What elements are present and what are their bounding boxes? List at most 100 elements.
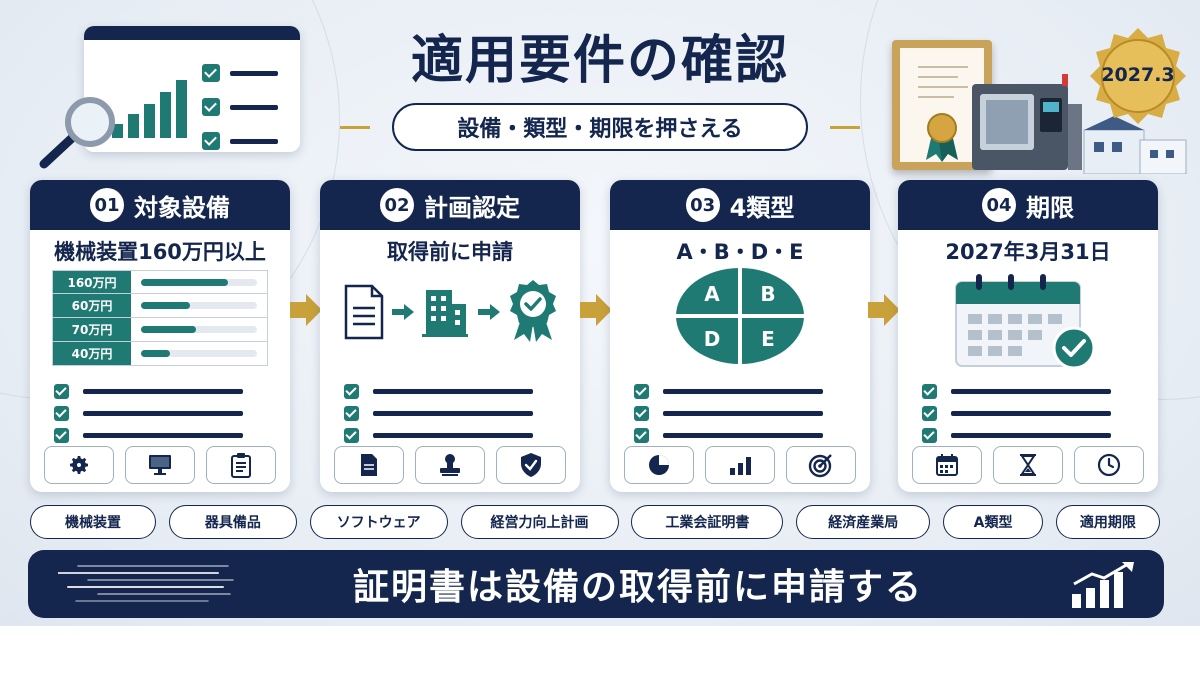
card-number: 02 <box>380 188 414 222</box>
card-subtitle: 機械装置160万円以上 <box>54 240 266 264</box>
award-badge-icon <box>510 280 556 342</box>
bar-label: 40万円 <box>53 342 131 365</box>
card-title: 計画認定 <box>424 193 520 222</box>
checkbox-icon <box>202 64 220 82</box>
tag: 機械装置 <box>30 505 156 539</box>
pie-chart-icon <box>624 446 694 484</box>
bar-row: 70万円 <box>52 318 268 342</box>
card-four-types: 03 4類型 A・B・D・E A B D E <box>610 180 870 492</box>
card-title: 4類型 <box>729 193 795 222</box>
card-title: 対象設備 <box>134 193 230 222</box>
card-deadline: 04 期限 2027年3月31日 <box>898 180 1158 492</box>
card-subtitle: 取得前に申請 <box>387 240 513 264</box>
arrow-right-icon <box>290 294 322 326</box>
bar-fill <box>141 278 228 286</box>
flow-diagram <box>336 276 564 356</box>
building-icon <box>422 290 468 337</box>
bar-label: 160万円 <box>53 271 131 293</box>
tag: 工業会証明書 <box>631 505 784 539</box>
gold-dash <box>340 126 370 129</box>
keyword-tags: 機械装置 器具備品 ソフトウェア 経営力向上計画 工業会証明書 経済産業局 A類… <box>30 505 1160 539</box>
checklist <box>922 380 1111 446</box>
checkbox-icon <box>922 405 937 421</box>
tag: 経済産業局 <box>796 505 931 539</box>
checklist <box>54 380 243 446</box>
banner-text: 証明書は設備の取得前に申請する <box>352 567 923 608</box>
report-illustration <box>84 26 300 152</box>
report-topbar <box>84 26 300 40</box>
checkbox-icon <box>634 405 649 421</box>
file-icon <box>334 446 404 484</box>
card-plan-approval: 02 計画認定 取得前に申請 <box>320 180 580 492</box>
arrow-right-icon <box>478 304 500 320</box>
conclusion-banner: 証明書は設備の取得前に申請する <box>28 550 1164 618</box>
target-icon <box>786 446 856 484</box>
tag: 器具備品 <box>168 505 297 539</box>
card-header: 02 計画認定 <box>320 180 580 230</box>
quadrant-a: A <box>704 282 720 306</box>
bar-fill <box>141 350 170 357</box>
bar-row: 160万円 <box>52 270 268 294</box>
tag: 適用期限 <box>1055 505 1160 539</box>
card-subtitle: A・B・D・E <box>676 240 804 264</box>
infographic-canvas: 適用要件の確認 設備・類型・期限を押さえる <box>0 0 1200 626</box>
arrow-right-icon <box>392 304 414 320</box>
bar-label: 70万円 <box>53 318 131 341</box>
icon-row <box>44 446 276 484</box>
checkbox-icon <box>202 132 220 150</box>
card-number: 04 <box>982 188 1016 222</box>
checkbox-icon <box>634 427 649 443</box>
quadrant-e: E <box>761 327 775 351</box>
bar-row: 40万円 <box>52 342 268 366</box>
subtitle-group: 設備・類型・期限を押さえる <box>340 103 860 151</box>
clock-icon <box>1074 446 1144 484</box>
checkbox-icon <box>922 427 937 443</box>
tag: ソフトウェア <box>309 505 448 539</box>
calendar-icon <box>912 446 982 484</box>
growth-chart-icon <box>1072 562 1134 608</box>
clipboard-icon <box>206 446 276 484</box>
magnifier-icon <box>39 97 115 169</box>
arrow-right-icon <box>580 294 612 326</box>
card-title: 期限 <box>1026 193 1074 222</box>
amount-bars-table: 160万円 60万円 70万円 40万円 <box>52 270 268 366</box>
cnc-machine-icon <box>972 74 1082 170</box>
calendar-icon <box>955 274 1096 370</box>
card-subtitle: 2027年3月31日 <box>945 240 1111 264</box>
quadrant-d: D <box>704 327 721 351</box>
gold-dash <box>830 126 860 129</box>
quadrant-b: B <box>760 282 775 306</box>
card-header: 04 期限 <box>898 180 1158 230</box>
mini-bar-chart-icon <box>112 78 192 138</box>
gear-icon <box>44 446 114 484</box>
quadrant-circle: A B D E <box>676 268 804 364</box>
hourglass-icon <box>993 446 1063 484</box>
speed-lines-icon <box>58 565 234 602</box>
tag: A類型 <box>943 505 1044 539</box>
shield-check-icon <box>496 446 566 484</box>
icon-row <box>624 446 856 484</box>
tag: 経営力向上計画 <box>460 505 619 539</box>
card-number: 01 <box>90 188 124 222</box>
bar-fill <box>141 302 190 309</box>
card-number: 03 <box>685 188 720 222</box>
document-icon <box>344 284 384 340</box>
report-checklist <box>202 56 278 158</box>
checkbox-icon <box>54 405 69 421</box>
icon-row <box>334 446 566 484</box>
checkbox-icon <box>922 383 937 399</box>
subtitle-pill: 設備・類型・期限を押さえる <box>392 103 808 151</box>
checkbox-icon <box>344 405 359 421</box>
checkbox-icon <box>54 427 69 443</box>
checklist <box>634 380 823 446</box>
award-ribbon-icon <box>926 113 958 162</box>
bar-row: 60万円 <box>52 294 268 318</box>
checkbox-icon <box>54 383 69 399</box>
stamp-icon <box>415 446 485 484</box>
bar-fill <box>141 326 196 333</box>
icon-row <box>912 446 1144 484</box>
checkbox-icon <box>344 427 359 443</box>
page-title: 適用要件の確認 <box>410 31 789 91</box>
bar-label: 60万円 <box>53 294 131 317</box>
deadline-badge: 2027.3 <box>1101 64 1175 86</box>
